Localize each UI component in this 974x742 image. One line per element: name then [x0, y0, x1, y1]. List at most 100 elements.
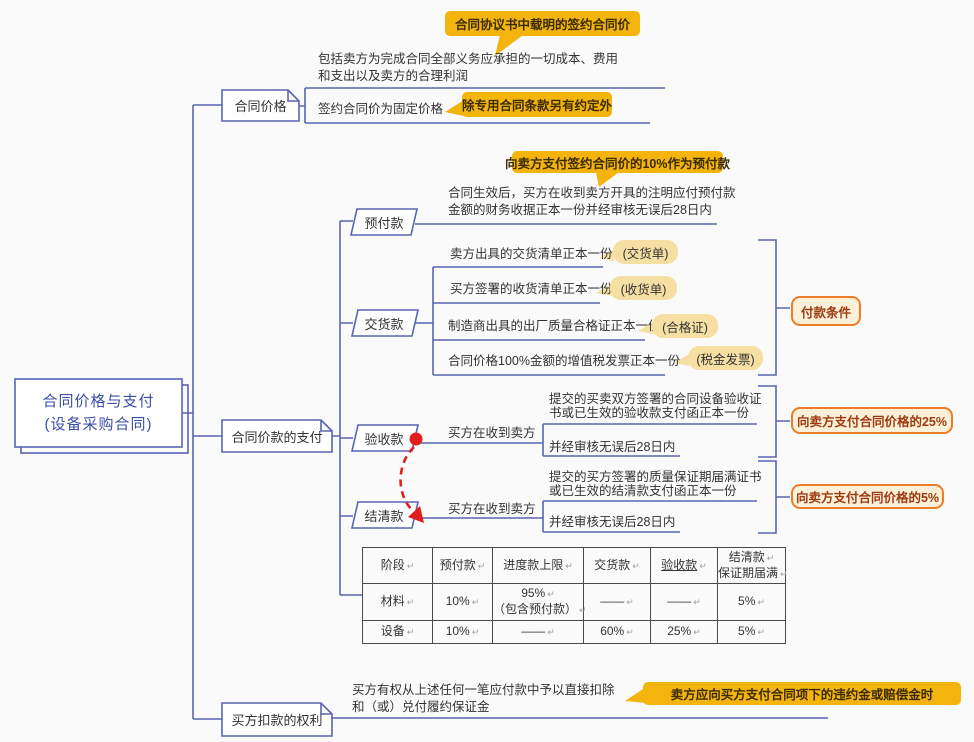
delivery-shape — [350, 309, 420, 337]
acceptance-doc-topic[interactable]: 提交的买卖双方签署的合同设备验收证 书或已生效的验收款支付函正本一份 — [549, 392, 762, 420]
delivery-item-lines — [413, 266, 665, 376]
paragraph-mark: ↵ — [757, 627, 765, 637]
branch-deduction-node[interactable]: 买方扣款的权利 — [231, 713, 323, 728]
prepay-line1: 合同生效后，买方在收到卖方开具的注明应付预付款 — [448, 186, 736, 200]
acceptance-lead-topic[interactable]: 买方在收到卖方 — [448, 426, 536, 440]
paragraph-mark: ↵ — [693, 597, 701, 607]
table-cell[interactable]: 10%↵ — [432, 583, 493, 621]
price-desc-topic[interactable]: 包括卖方为完成合同全部义务应承担的一切成本、费用 和支出以及卖方的合理利润 — [318, 51, 618, 85]
table-cell[interactable]: 10%↵ — [432, 620, 493, 644]
root-title-line2: (设备采购合同) — [44, 416, 153, 433]
delivery-item-1[interactable]: 卖方出具的交货清单正本一份 — [450, 247, 613, 261]
branch-price-node[interactable]: 合同价格 — [234, 99, 287, 114]
table-cell[interactable]: 25%↵ — [650, 620, 718, 644]
delivery-tag-4[interactable]: (税金发票) — [688, 346, 763, 370]
table-cell[interactable]: ——↵ — [492, 620, 584, 644]
paragraph-mark: ↵ — [547, 589, 555, 599]
acceptance-review-topic[interactable]: 并经审核无误后28日内 — [549, 440, 676, 454]
branch-payment-node[interactable]: 合同价款的支付 — [231, 429, 323, 445]
settlement-lead-topic[interactable]: 买方在收到卖方 — [448, 502, 536, 516]
summary-brackets — [758, 239, 790, 534]
callout-tails — [445, 35, 646, 703]
delivery-item-2[interactable]: 买方签署的收货清单正本一份 — [450, 282, 613, 296]
fixed-price-callout-tail — [445, 100, 464, 116]
acceptance-bracket — [758, 385, 790, 458]
fixed-price-callout[interactable]: 除专用合同条款另有约定外 — [462, 92, 612, 117]
delivery-tag4-tail — [674, 354, 689, 366]
paragraph-mark: ↵ — [757, 597, 765, 607]
deduction-topic[interactable]: 买方有权从上述任何一笔应付款中予以直接扣除 和（或）兑付履约保证金 — [352, 682, 615, 716]
paragraph-mark: ↵ — [632, 560, 640, 571]
settlement-summary[interactable]: 向卖方支付合同价格的5% — [791, 484, 944, 509]
table-cell[interactable]: 材料↵ — [362, 583, 433, 621]
delivery-tag-1[interactable]: (交货单) — [613, 240, 678, 264]
delivery-tag1-tail — [599, 249, 614, 261]
settlement-doc-line1: 提交的买方签署的质量保证期届满证书 — [549, 470, 762, 484]
table-header-cell[interactable]: 验收款↵ — [650, 547, 718, 584]
table-header-cell[interactable]: 预付款↵ — [432, 547, 493, 584]
deduction-node-shape — [221, 702, 333, 737]
paragraph-mark: ↵ — [406, 627, 415, 637]
paragraph-mark: ↵ — [471, 627, 480, 637]
table-cell[interactable]: 5%↵ — [717, 583, 786, 621]
payment-trunk-line — [332, 220, 362, 596]
settlement-review-topic[interactable]: 并经审核无误后28日内 — [549, 515, 676, 529]
table-header-cell[interactable]: 阶段↵ — [362, 547, 433, 584]
paragraph-mark: ↵ — [699, 560, 707, 571]
paragraph-mark: ↵ — [471, 597, 480, 607]
deduction-callout[interactable]: 卖方应向买方支付合同项下的违约金或赔偿金时 — [643, 682, 961, 705]
fixed-price-topic[interactable]: 签约合同价为固定价格 — [318, 102, 444, 116]
delivery-item-4[interactable]: 合同价格100%金额的增值税发票正本一份 — [448, 354, 680, 368]
root-topic[interactable]: 合同价格与支付 (设备采购合同) — [15, 379, 182, 447]
deduction-callout-tail — [625, 687, 646, 703]
settlement-bracket — [758, 460, 790, 534]
acceptance-node[interactable]: 验收款 — [364, 431, 404, 447]
price-top-callout[interactable]: 合同协议书中载明的签约合同价 — [445, 11, 640, 36]
acceptance-summary[interactable]: 向卖方支付合同价格的25% — [791, 407, 953, 434]
prepay-topic[interactable]: 合同生效后，买方在收到卖方开具的注明应付预付款 金额的财务收据正本一份并经审核无… — [448, 185, 736, 219]
table-header-cell[interactable]: 交货款↵ — [583, 547, 651, 584]
paragraph-mark: ↵ — [626, 627, 634, 637]
settlement-node[interactable]: 结清款 — [364, 508, 404, 524]
delivery-tag-3[interactable]: (合格证) — [652, 314, 718, 338]
table-cell[interactable]: ——↵ — [583, 583, 651, 621]
paragraph-mark: ↵ — [579, 605, 587, 615]
prepay-node[interactable]: 预付款 — [364, 215, 404, 231]
arrow-start-dot — [409, 432, 423, 446]
price-desc-line2: 和支出以及卖方的合理利润 — [318, 69, 469, 83]
prepay-shape — [349, 208, 419, 236]
settlement-doc-topic[interactable]: 提交的买方签署的质量保证期届满证书 或已生效的结清款支付函正本一份 — [549, 470, 762, 498]
root-shape — [14, 378, 183, 448]
paragraph-mark: ↵ — [406, 560, 415, 571]
settlement-lines — [415, 500, 757, 533]
table-cell[interactable]: 5%↵ — [717, 620, 786, 644]
table-cell[interactable]: 95%↵（包含预付款）↵ — [492, 583, 587, 621]
acceptance-lines — [415, 423, 757, 457]
delivery-item-3[interactable]: 制造商出具的出厂质量合格证正本一份 — [448, 319, 661, 333]
delivery-node[interactable]: 交货款 — [364, 316, 404, 332]
prepay-callout[interactable]: 向卖方支付签约合同价的10%作为预付款 — [505, 151, 730, 173]
payment-table[interactable]: 阶段↵预付款↵进度款上限↵交货款↵验收款↵结清款↵保证期届满↵ 材料↵10%↵95… — [362, 547, 788, 644]
table-header-cell[interactable]: 进度款上限↵ — [492, 547, 584, 584]
settlement-shape — [350, 501, 420, 529]
table-cell[interactable]: ——↵ — [650, 583, 718, 621]
paragraph-mark: ↵ — [406, 597, 415, 607]
payment-terms-bracket — [758, 239, 790, 376]
payment-terms-summary[interactable]: 付款条件 — [791, 296, 861, 326]
price-branch-lines — [299, 87, 665, 124]
price-node-shape — [221, 89, 300, 122]
arrow-head — [408, 506, 424, 523]
paragraph-mark: ↵ — [477, 560, 486, 571]
table-cell[interactable]: 60%↵ — [583, 620, 651, 644]
red-relationship-arrow[interactable] — [399, 432, 424, 524]
deduction-line2: 和（或）兑付履约保证金 — [352, 700, 490, 714]
root-title-line1: 合同价格与支付 — [42, 393, 155, 410]
payment-table-body: 阶段↵预付款↵进度款上限↵交货款↵验收款↵结清款↵保证期届满↵ 材料↵10%↵95… — [362, 547, 788, 644]
table-cell[interactable]: 设备↵ — [362, 620, 433, 644]
delivery-tag-2[interactable]: (收货单) — [610, 276, 677, 300]
tag-tails — [596, 249, 689, 366]
table-header-cell[interactable]: 结清款↵保证期届满↵ — [717, 547, 788, 584]
delivery-tag3-tail — [638, 322, 653, 334]
arrow-curve — [399, 446, 415, 511]
